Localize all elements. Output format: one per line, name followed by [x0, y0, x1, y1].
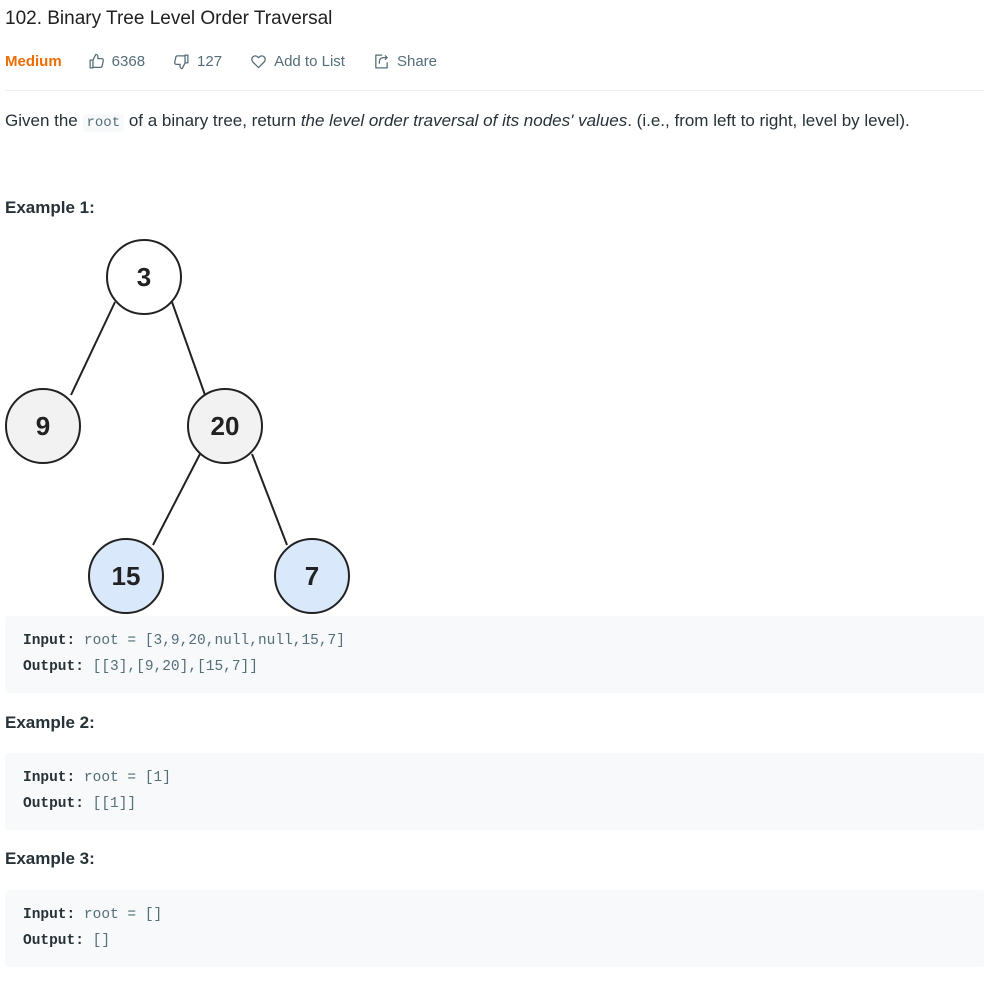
tree-node-circle	[106, 239, 182, 315]
tree-edge	[251, 453, 288, 546]
tree-node-circle	[5, 388, 81, 464]
input-value: root = [1]	[75, 770, 171, 786]
output-label: Output:	[23, 796, 84, 812]
example-input-line: Input: root = [1]	[23, 765, 966, 791]
example-2-title: Example 2:	[5, 713, 95, 732]
problem-meta-bar: Medium 6368 127 Add to List Share	[5, 50, 465, 72]
example-output-line: Output: []	[23, 928, 966, 954]
tree-edge	[171, 301, 206, 396]
tree-node-value: 7	[305, 561, 319, 591]
tree-node-circle	[88, 538, 164, 614]
description-text: Given the	[5, 111, 83, 130]
example-output-line: Output: [[1]]	[23, 791, 966, 817]
example-output-line: Output: [[3],[9,20],[15,7]]	[23, 654, 966, 680]
like-count: 6368	[111, 52, 146, 70]
input-value: root = []	[75, 907, 163, 923]
example-input-line: Input: root = []	[23, 902, 966, 928]
heart-icon	[251, 54, 266, 68]
input-label: Input:	[23, 907, 76, 923]
output-label: Output:	[23, 933, 84, 949]
tree-node-value: 20	[211, 411, 240, 441]
tree-node-circle	[274, 538, 350, 614]
example-input-line: Input: root = [3,9,20,null,null,15,7]	[23, 628, 966, 654]
description-text: . (i.e., from left to right, level by le…	[627, 111, 910, 130]
output-value: [[3],[9,20],[15,7]]	[83, 659, 258, 675]
example-1-title: Example 1:	[5, 198, 95, 217]
inline-code-root: root	[82, 114, 125, 132]
dislike-button[interactable]: 127	[173, 53, 222, 70]
description-emphasis: the level order traversal of its nodes' …	[300, 111, 628, 130]
example-3-codeblock: Input: root = [] Output: []	[5, 890, 984, 967]
tree-node-value: 3	[137, 262, 151, 292]
header-divider	[5, 90, 984, 91]
output-value: []	[83, 933, 111, 949]
add-to-list-label: Add to List	[274, 52, 345, 70]
add-to-list-button[interactable]: Add to List	[250, 53, 345, 70]
share-label: Share	[396, 52, 437, 70]
tree-edge	[152, 453, 201, 546]
binary-tree-diagram: 3 9 20 15 7	[5, 239, 350, 614]
example-1-codeblock: Input: root = [3,9,20,null,null,15,7] Ou…	[5, 616, 984, 693]
thumbs-up-icon	[89, 53, 104, 69]
description-text: of a binary tree, return	[124, 111, 301, 130]
tree-node-value: 9	[36, 411, 50, 441]
problem-title: 102. Binary Tree Level Order Traversal	[5, 8, 333, 29]
tree-node-circle	[187, 388, 263, 464]
difficulty-badge: Medium	[5, 52, 62, 70]
example-3-title: Example 3:	[5, 849, 95, 868]
tree-node-value: 15	[112, 561, 141, 591]
tree-edge	[70, 301, 116, 396]
example-2-codeblock: Input: root = [1] Output: [[1]]	[5, 753, 984, 830]
problem-description: Given the root of a binary tree, return …	[5, 111, 910, 132]
output-label: Output:	[23, 659, 84, 675]
dislike-count: 127	[197, 52, 223, 70]
like-button[interactable]: 6368	[88, 53, 145, 70]
share-button[interactable]: Share	[373, 53, 437, 70]
share-icon	[375, 53, 388, 69]
input-label: Input:	[23, 633, 76, 649]
input-label: Input:	[23, 770, 76, 786]
input-value: root = [3,9,20,null,null,15,7]	[75, 633, 345, 649]
thumbs-down-icon	[174, 53, 189, 69]
output-value: [[1]]	[83, 796, 137, 812]
